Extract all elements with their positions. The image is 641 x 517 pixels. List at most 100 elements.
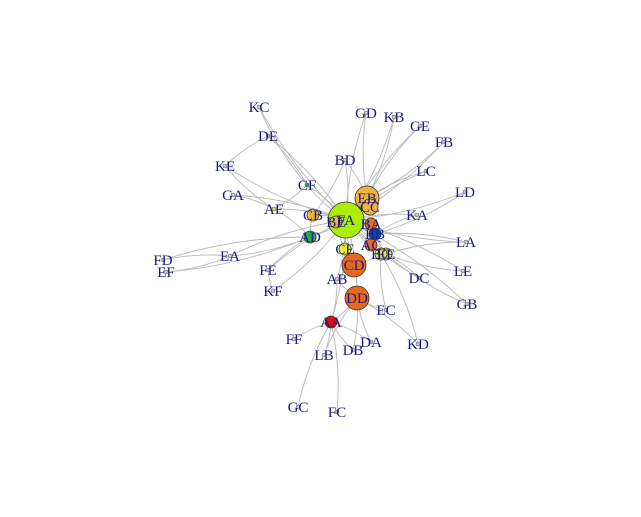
node-layer xyxy=(160,104,470,415)
node-label-GE: GE xyxy=(410,119,430,135)
node-label-KB: KB xyxy=(384,110,405,126)
node-label-GA: GA xyxy=(222,188,244,204)
node-GA xyxy=(230,192,236,198)
node-CD xyxy=(341,252,367,278)
node-label-GC: GC xyxy=(288,400,309,416)
node-KA xyxy=(414,212,420,218)
node-EF xyxy=(163,269,169,275)
node-FE xyxy=(265,267,271,273)
node-label-EC: EC xyxy=(376,303,395,319)
node-LE xyxy=(460,268,466,274)
node-FF xyxy=(291,336,297,342)
edge-EA-FD xyxy=(162,254,231,261)
node-label-BD: BD xyxy=(335,153,356,169)
node-label-LD: LD xyxy=(455,185,475,201)
node-label-FA: FA xyxy=(337,213,355,229)
node-label-BB: BB xyxy=(365,227,385,243)
edge-EE-GB xyxy=(385,253,468,305)
node-label-DB: DB xyxy=(343,343,364,359)
node-CB xyxy=(306,208,320,222)
node-DD xyxy=(344,285,370,311)
node-GE xyxy=(417,123,423,129)
node-EC xyxy=(383,307,389,313)
node-GC xyxy=(295,404,301,410)
edge-CF-KC xyxy=(258,106,308,186)
node-label-CE: CE xyxy=(335,242,354,258)
node-BE xyxy=(329,215,343,229)
node-DA xyxy=(368,339,374,345)
node-label-EB: EB xyxy=(357,191,376,207)
edge-CF-DE xyxy=(267,135,308,186)
edge-EE-LA xyxy=(385,241,467,255)
node-label-CB: CB xyxy=(303,208,323,224)
node-label-AE: AE xyxy=(264,202,284,218)
node-KF xyxy=(270,288,276,294)
node-DB xyxy=(350,347,356,353)
node-FD xyxy=(160,257,166,263)
node-label-FE: FE xyxy=(259,263,277,279)
edge-BB-LD xyxy=(374,191,466,235)
node-GD xyxy=(363,110,369,116)
node-CC xyxy=(361,198,379,216)
node-label-CF: CF xyxy=(298,178,316,194)
node-label-FD: FD xyxy=(153,253,172,269)
edge-AE-CF xyxy=(273,184,308,210)
node-KD xyxy=(415,341,421,347)
node-KB xyxy=(391,114,397,120)
node-label-CD: CD xyxy=(344,258,365,274)
node-AE xyxy=(271,206,277,212)
edge-AD-EF xyxy=(165,236,311,273)
node-label-BA: BA xyxy=(361,217,382,233)
node-GB xyxy=(464,301,470,307)
node-FC xyxy=(334,409,340,415)
node-label-LE: LE xyxy=(454,264,472,280)
node-label-KA: KA xyxy=(406,208,428,224)
edge-BB-LA xyxy=(374,232,467,243)
node-label-DA: DA xyxy=(360,335,382,351)
node-label-BE: BE xyxy=(326,215,345,231)
node-label-DE: DE xyxy=(258,129,278,145)
node-label-DD: DD xyxy=(346,291,368,307)
edge-BC-KD xyxy=(380,253,419,345)
node-label-BC: BC xyxy=(371,247,391,263)
node-label-GB: GB xyxy=(457,297,478,313)
node-BC xyxy=(374,247,388,261)
node-label-KD: KD xyxy=(407,337,429,353)
node-FB xyxy=(441,139,447,145)
edge-layer xyxy=(162,106,468,413)
edge-EA-EF xyxy=(165,255,231,273)
node-BB xyxy=(368,227,382,241)
edge-AA-GC xyxy=(297,321,332,408)
node-label-KE: KE xyxy=(215,159,235,175)
node-LD xyxy=(462,189,468,195)
node-KE xyxy=(222,163,228,169)
node-CE xyxy=(338,242,352,256)
node-label-KC: KC xyxy=(249,100,270,116)
edge-EE-LE xyxy=(385,253,464,272)
node-LA xyxy=(463,239,469,245)
node-label-GD: GD xyxy=(355,106,377,122)
node-label-FB: FB xyxy=(435,135,453,151)
node-AC xyxy=(364,238,378,252)
node-label-KF: KF xyxy=(263,284,282,300)
node-AA xyxy=(324,315,338,329)
node-label-EF: EF xyxy=(157,265,175,281)
edge-AE-KE xyxy=(224,165,275,210)
node-label-FF: FF xyxy=(286,332,303,348)
node-label-LC: LC xyxy=(416,164,435,180)
node-DC xyxy=(416,275,422,281)
node-AB xyxy=(334,276,340,282)
node-AD xyxy=(303,230,317,244)
edge-AD-FD xyxy=(162,236,311,261)
node-EA xyxy=(227,253,233,259)
node-label-EA: EA xyxy=(220,249,240,265)
node-FA xyxy=(327,201,365,239)
node-label-EE: EE xyxy=(377,247,395,263)
node-label-DC: DC xyxy=(409,271,430,287)
node-label-AB: AB xyxy=(327,272,348,288)
edge-DE-KE xyxy=(224,135,269,167)
node-label-AC: AC xyxy=(361,238,382,254)
edge-AA-FC xyxy=(330,321,339,413)
